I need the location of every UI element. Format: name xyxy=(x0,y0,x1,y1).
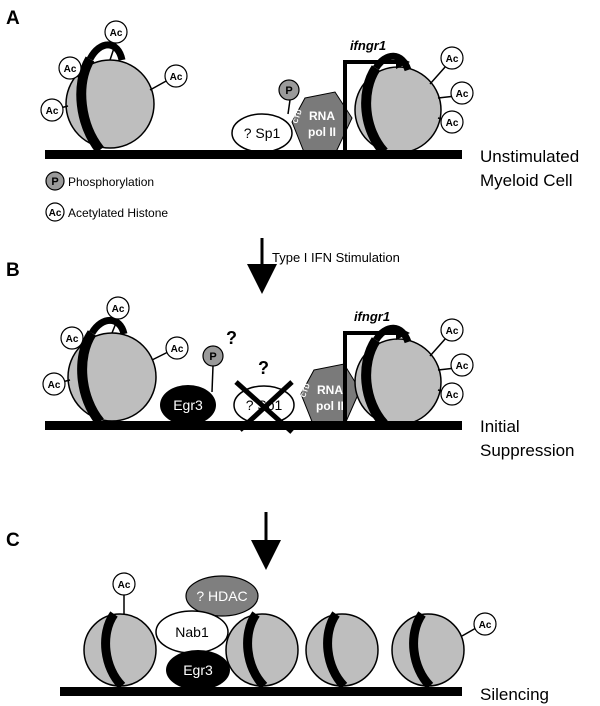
nucleosome xyxy=(354,52,442,156)
dna-strand xyxy=(45,150,462,159)
rna-pol-label-2: pol II xyxy=(308,125,336,139)
rna-pol-label-1: RNA xyxy=(309,109,335,123)
dna-strand xyxy=(45,421,462,430)
phospho-tag-label: P xyxy=(209,351,216,363)
gene-label: ifngr1 xyxy=(354,309,390,324)
nucleosome xyxy=(225,611,299,690)
panel-c-label: Silencing xyxy=(480,685,549,704)
legend-phospho-symbol: P xyxy=(51,176,58,188)
acetyl-tag-label: Ac xyxy=(446,390,459,401)
acetyl-tag-label: Ac xyxy=(64,64,77,75)
acetyl-tag xyxy=(164,64,188,88)
acetyl-tag xyxy=(104,20,128,44)
tss-arrow xyxy=(343,331,396,424)
acetyl-tag-label: Ac xyxy=(110,28,123,39)
panel-b-label-line1: Initial xyxy=(480,417,520,436)
nucleosome xyxy=(83,611,157,690)
panel-a-label-line2: Myeloid Cell xyxy=(480,171,573,190)
acetyl-tag xyxy=(440,318,464,342)
acetyl-tag-label: Ac xyxy=(456,89,469,100)
acetyl-tag xyxy=(112,572,136,596)
legend-acetyl-symbol: Ac xyxy=(49,208,62,219)
sp1-label: ? Sp1 xyxy=(244,125,281,141)
question-mark: ? xyxy=(226,328,237,348)
acetyl-tag xyxy=(440,110,464,134)
ctd-label: CTD xyxy=(292,109,303,125)
panel-c: C Ac ? HDAC Nab1 Egr3 xyxy=(6,530,549,704)
acetyl-tag-label: Ac xyxy=(446,326,459,337)
rna-pol-label-1: RNA xyxy=(317,383,343,397)
hdac-protein xyxy=(185,575,259,617)
acetyl-tag-label: Ac xyxy=(46,106,59,117)
hdac-label: ? HDAC xyxy=(196,588,247,604)
panel-a-letter: A xyxy=(6,8,20,29)
acetyl-tag-label: Ac xyxy=(446,118,459,129)
gene-label: ifngr1 xyxy=(350,38,386,53)
egr3-label: Egr3 xyxy=(183,662,213,678)
panel-a-label-line1: Unstimulated xyxy=(480,147,579,166)
legend: P Phosphorylation Ac Acetylated Histone xyxy=(45,171,168,222)
legend-phospho-swatch xyxy=(45,171,65,191)
stimulation-label: Type I IFN Stimulation xyxy=(272,250,400,265)
acetyl-tag-label: Ac xyxy=(118,580,131,591)
egr3-protein xyxy=(160,385,216,425)
nab1-label: Nab1 xyxy=(175,624,209,640)
nucleosome xyxy=(65,41,155,154)
acetyl-tag xyxy=(58,56,82,80)
acetyl-tag-label: Ac xyxy=(66,334,79,345)
nucleosome xyxy=(391,611,465,690)
phospho-tag xyxy=(202,345,224,367)
acetyl-tag xyxy=(106,296,130,320)
acetyl-tag xyxy=(450,353,474,377)
ctd-label: CTD xyxy=(300,383,311,399)
panel-c-letter: C xyxy=(6,530,20,551)
acetyl-tag-label: Ac xyxy=(48,380,61,391)
acetyl-tag xyxy=(60,326,84,350)
acetyl-tag xyxy=(165,336,189,360)
acetyl-tag xyxy=(40,98,64,122)
phospho-tag-label: P xyxy=(285,85,292,97)
acetyl-tag-label: Ac xyxy=(479,620,492,631)
egr3-label: Egr3 xyxy=(173,397,203,413)
acetyl-tag xyxy=(450,81,474,105)
legend-phospho-label: Phosphorylation xyxy=(68,175,154,189)
acetyl-tag xyxy=(42,372,66,396)
acetyl-tag-label: Ac xyxy=(170,72,183,83)
phospho-tag xyxy=(278,79,300,101)
legend-acetyl-label: Acetylated Histone xyxy=(68,206,168,220)
nucleosome xyxy=(67,316,157,426)
acetyl-tag xyxy=(473,612,497,636)
dna-strand xyxy=(60,687,462,696)
acetyl-tag xyxy=(440,382,464,406)
acetyl-tag-label: Ac xyxy=(456,361,469,372)
panel-b-letter: B xyxy=(6,260,20,281)
panel-b: B Ac Ac Ac Ac Egr3 P ? ? Sp1 ? xyxy=(6,260,575,460)
panel-b-label-line2: Suppression xyxy=(480,441,575,460)
stimulation-arrow: Type I IFN Stimulation xyxy=(247,238,400,294)
egr3-protein xyxy=(166,650,230,690)
acetyl-tag-label: Ac xyxy=(112,304,125,315)
acetyl-tag-label: Ac xyxy=(171,344,184,355)
acetyl-tag xyxy=(440,46,464,70)
nucleosome xyxy=(305,611,379,690)
acetyl-tag-label: Ac xyxy=(446,54,459,65)
legend-acetyl-swatch xyxy=(45,202,65,222)
rna-pol-label-2: pol II xyxy=(316,399,344,413)
panel-a: A Ac Ac Ac Ac ? Sp1 RNA pol II CTD P xyxy=(6,8,579,222)
question-mark: ? xyxy=(258,358,269,378)
tss-arrow xyxy=(343,60,396,152)
nucleosome xyxy=(354,324,442,428)
